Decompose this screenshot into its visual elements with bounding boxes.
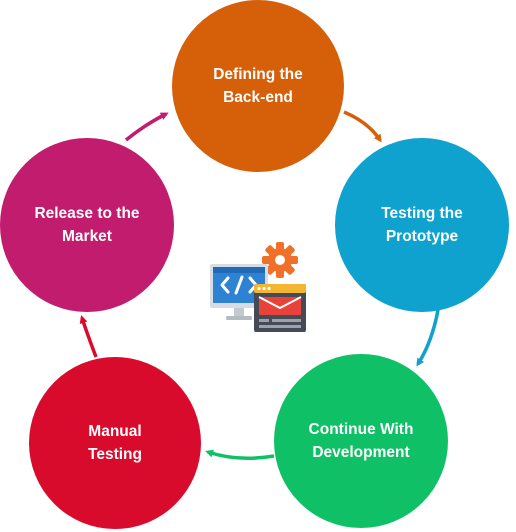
web-development-icon bbox=[210, 242, 306, 332]
stage-label: Manual Testing bbox=[88, 423, 142, 463]
stage-defining-back-end: Defining the Back-end bbox=[172, 0, 344, 172]
stage-continue-development: Continue With Development bbox=[274, 354, 448, 528]
arrow-4-to-5 bbox=[79, 315, 98, 358]
stage-manual-testing: Manual Testing bbox=[29, 357, 201, 529]
browser-window-icon bbox=[254, 284, 306, 332]
arrow-3-to-4 bbox=[205, 449, 275, 460]
stage-label: Release to the Market bbox=[34, 205, 140, 245]
arrow-5-to-1 bbox=[124, 112, 169, 142]
arrow-1-to-2 bbox=[343, 110, 382, 143]
arrow-2-to-3 bbox=[416, 309, 440, 367]
stage-release-to-market: Release to the Market bbox=[0, 138, 174, 312]
stage-label: Continue With Development bbox=[308, 421, 414, 461]
stage-testing-prototype: Testing the Prototype bbox=[335, 138, 509, 312]
stage-label: Defining the Back-end bbox=[213, 66, 303, 106]
gear-icon bbox=[262, 242, 298, 278]
stage-label: Testing the Prototype bbox=[381, 205, 463, 245]
